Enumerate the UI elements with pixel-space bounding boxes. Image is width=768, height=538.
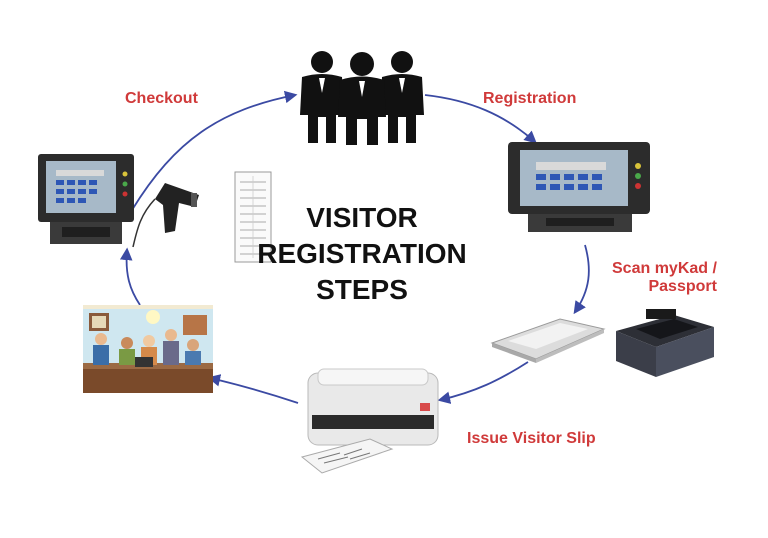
id-scanner-icon [490, 318, 606, 363]
kiosk-terminal-icon [508, 142, 650, 232]
step-label-scan-line1: Scan myKad / [612, 260, 717, 277]
passport-reader-icon [616, 309, 714, 377]
label-printer-icon [300, 368, 439, 474]
page-title: VISITOR REGISTRATION STEPS [228, 200, 496, 308]
step-label-registration: Registration [483, 90, 577, 107]
arrow-printer-to-meeting [207, 374, 299, 404]
title-line-2: REGISTRATION [257, 238, 467, 269]
arrow-checkout-to-visitors [131, 90, 298, 211]
title-line-3: STEPS [316, 274, 408, 305]
arrow-scan-to-printer [437, 361, 529, 404]
arrow-meeting-to-checkout [119, 247, 141, 306]
arrow-visitors-to-registration [424, 94, 537, 144]
step-label-issue-slip: Issue Visitor Slip [467, 430, 596, 447]
barcode-scanner-icon [132, 183, 199, 248]
step-label-scan: Scan myKad / Passport [612, 260, 717, 296]
step-label-scan-line2: Passport [648, 278, 717, 295]
kiosk-terminal-icon [38, 154, 134, 244]
office-meeting-illustration [83, 305, 213, 393]
visitors-group-icon [300, 51, 424, 145]
visitor-slip-icon [234, 171, 272, 263]
arrow-registration-to-scan [573, 244, 590, 315]
step-label-checkout: Checkout [125, 90, 198, 107]
title-line-1: VISITOR [306, 202, 418, 233]
